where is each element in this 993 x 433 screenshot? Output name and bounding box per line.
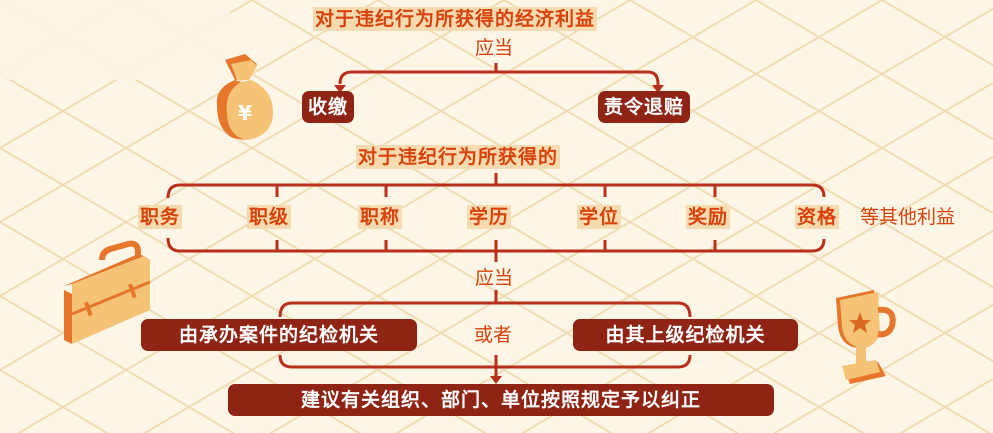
authority-superior: 由其上级纪检机关 [573,319,798,351]
option-order-refund: 责令退赔 [598,91,691,123]
money-bag-icon: ¥ [216,54,273,140]
section1-connector: 应当 [475,37,514,59]
benefit-item-degree: 学位 [577,205,622,229]
benefit-item-qualification: 资格 [795,205,840,229]
authority-handling: 由承办案件的纪检机关 [141,319,417,351]
briefcase-icon [64,240,151,344]
benefit-item-education: 学历 [467,205,512,229]
svg-text:¥: ¥ [238,101,252,125]
benefit-item-position: 职务 [138,205,183,229]
or-label: 或者 [474,324,513,346]
trophy-icon [836,290,896,384]
benefit-item-rank: 职级 [247,205,292,229]
section2-connector: 应当 [475,267,514,289]
benefit-item-title: 职称 [358,205,403,229]
section1-title: 对于违纪行为所获得的经济利益 [313,7,598,31]
result-box: 建议有关组织、部门、单位按照规定予以纠正 [228,384,774,416]
option-confiscate: 收缴 [302,91,355,123]
section2-title: 对于违纪行为所获得的 [356,145,561,169]
benefit-suffix: 等其他利益 [860,206,956,228]
benefit-item-award: 奖励 [686,205,731,229]
